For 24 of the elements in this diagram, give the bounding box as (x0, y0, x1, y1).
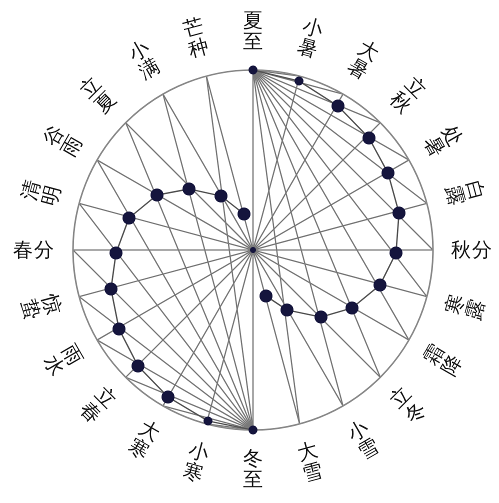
term-label: 谷雨 (40, 120, 87, 160)
term-label: 冬至 (242, 448, 264, 490)
term-label: 大暑 (342, 36, 382, 84)
term-label: 处暑 (419, 120, 466, 160)
term-label: 秋分 (451, 240, 493, 260)
term-label: 芒种 (180, 15, 212, 62)
term-label: 大雪 (294, 438, 326, 485)
term-label: 小寒 (180, 438, 212, 485)
term-label: 寒露 (442, 291, 488, 322)
term-label: 惊蛰 (18, 291, 64, 322)
term-label: 小暑 (294, 15, 326, 62)
term-label: 小雪 (342, 416, 382, 464)
term-label: 春分 (13, 240, 55, 260)
term-label: 立夏 (76, 72, 120, 118)
term-label: 立秋 (386, 72, 430, 118)
term-label: 立冬 (386, 382, 430, 428)
term-label: 霜降 (419, 340, 466, 380)
term-label: 立春 (76, 382, 120, 428)
term-label: 清明 (18, 178, 64, 209)
term-label: 大寒 (124, 416, 164, 464)
term-label: 雨水 (40, 340, 87, 380)
term-label: 小满 (124, 36, 164, 84)
term-label: 夏至 (242, 10, 264, 52)
term-label: 白露 (442, 178, 488, 209)
